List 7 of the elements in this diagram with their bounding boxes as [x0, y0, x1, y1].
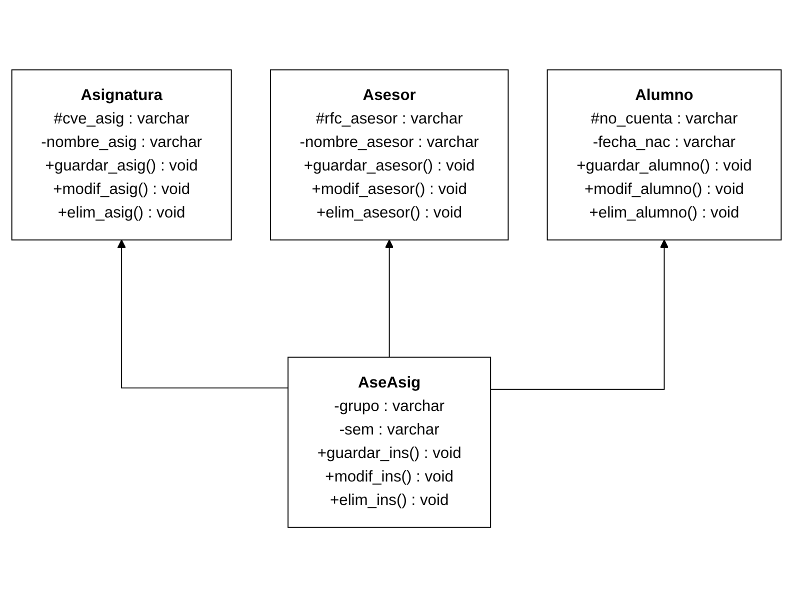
node-box: Alumno #no_cuenta : varchar -fecha_nac : varchar +guardar_alumno() : void +modif_alumno() : void +elim_alumno() : void [546, 70, 782, 241]
node-box: Asignatura #cve_asig : varchar -nombre_asig : varchar +guardar_asig() : void +modif_asig() : void +elim_asig() : void [11, 70, 232, 241]
node-box: AseAsig -grupo : varchar -sem : varchar +guardar_ins() : void +modif_ins() : void +elim_ins() : void [288, 357, 492, 528]
arrow [117, 240, 289, 389]
arrow [385, 240, 394, 358]
node-box: Asesor #rfc_asesor : varchar -nombre_asesor : varchar +guardar_asesor() : void +modif_asesor() : void +elim_asesor() : void [270, 70, 509, 241]
arrow [490, 240, 669, 390]
